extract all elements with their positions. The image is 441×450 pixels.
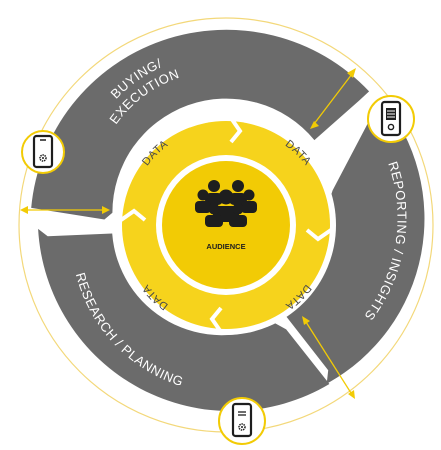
double-arrow-bottom-right-icon — [302, 316, 355, 399]
separator-bottom — [209, 306, 223, 334]
separator-top — [229, 116, 243, 144]
segment-buying-execution — [31, 29, 370, 220]
connector-arrows — [20, 68, 356, 399]
inner-ring-separators — [119, 116, 333, 334]
mobile-phone-icon-top-right — [367, 95, 415, 143]
segment-reporting-insights — [285, 98, 425, 384]
double-arrow-top-right-icon — [310, 68, 356, 129]
audience-group-icon — [195, 180, 257, 227]
segment-research-planning — [38, 228, 330, 412]
center-label: AUDIENCE — [206, 242, 245, 251]
mobile-phone-icon-left — [21, 130, 65, 174]
separator-left — [119, 208, 147, 222]
mobile-phone-icon-bottom — [218, 397, 266, 445]
center-disc — [162, 161, 290, 289]
separator-right — [305, 228, 333, 242]
double-arrow-left-icon — [20, 206, 110, 214]
